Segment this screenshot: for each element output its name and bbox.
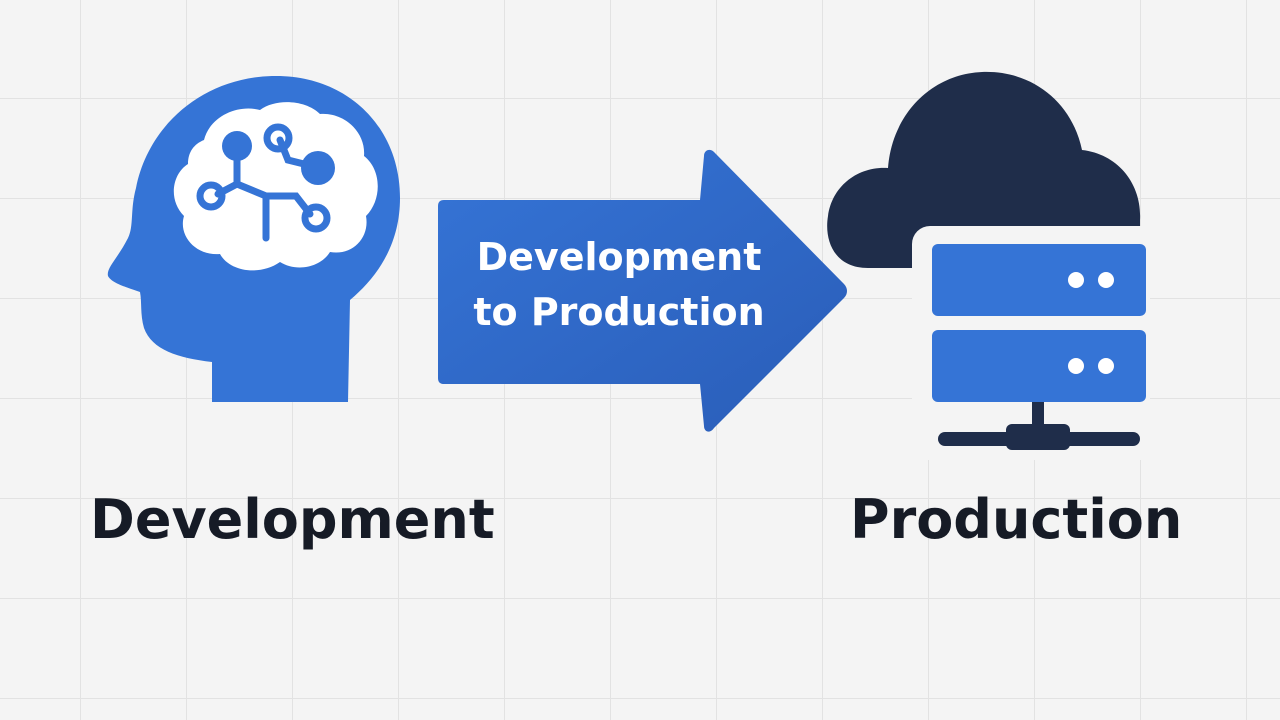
arrow-right-icon (438, 149, 847, 432)
transition-arrow: Development to Production (438, 148, 850, 436)
arrow-label-line-2: to Production (473, 290, 765, 334)
development-caption: Development (90, 488, 495, 551)
production-caption: Production (850, 488, 1183, 551)
arrow-label: Development to Production (438, 230, 800, 340)
arrow-label-line-1: Development (476, 235, 762, 279)
brain-head-icon (100, 70, 401, 410)
cloud-server-icon (820, 70, 1160, 482)
